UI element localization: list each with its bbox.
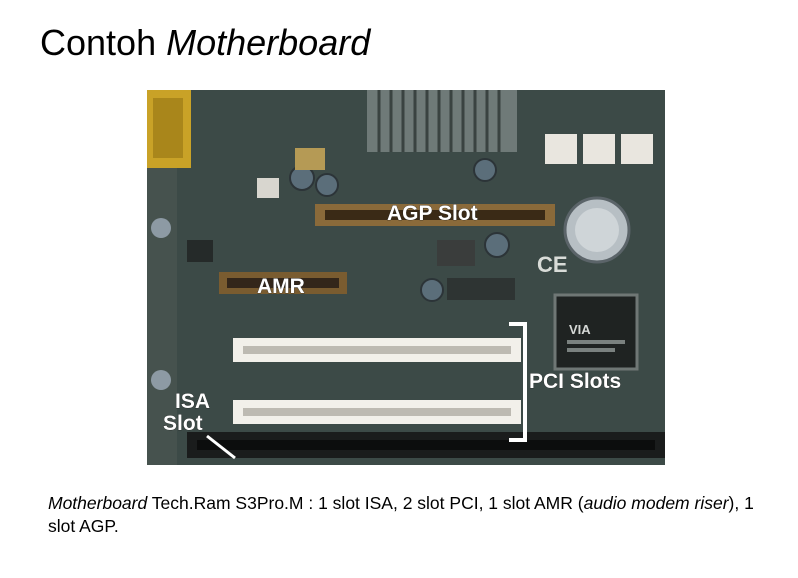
chip <box>295 148 325 170</box>
title-word-motherboard: Motherboard <box>166 22 371 63</box>
ce-mark: CE <box>537 252 568 277</box>
label-isa-line1: ISA <box>175 390 210 413</box>
power-connector <box>545 134 577 164</box>
caption-italic-motherboard: Motherboard <box>48 493 148 513</box>
motherboard-photo: CE VIA AGP Slot AMR PCI Slots ISA Slot <box>147 90 665 465</box>
caption-text-1: Tech.Ram S3Pro.M : 1 slot ISA, 2 slot PC… <box>147 493 584 513</box>
caption: Motherboard Tech.Ram S3Pro.M : 1 slot IS… <box>48 492 768 538</box>
label-amr: AMR <box>257 275 305 298</box>
label-pci-slots: PCI Slots <box>529 370 621 393</box>
motherboard-illustration: CE VIA AGP Slot AMR PCI Slots ISA Slot <box>147 90 665 465</box>
title-word-contoh: Contoh <box>40 22 157 63</box>
caption-text-2: ), 1 slot AGP. <box>48 493 754 536</box>
label-isa-line2: Slot <box>163 412 203 435</box>
svg-text:VIA: VIA <box>569 322 591 337</box>
page-title: Contoh Motherboard <box>40 22 370 64</box>
pci-bracket <box>509 322 527 442</box>
isa-pointer <box>206 434 236 460</box>
label-agp-slot: AGP Slot <box>387 202 478 225</box>
via-chipset <box>553 293 639 371</box>
caption-italic-audio-modem-riser: audio modem riser <box>583 493 729 513</box>
